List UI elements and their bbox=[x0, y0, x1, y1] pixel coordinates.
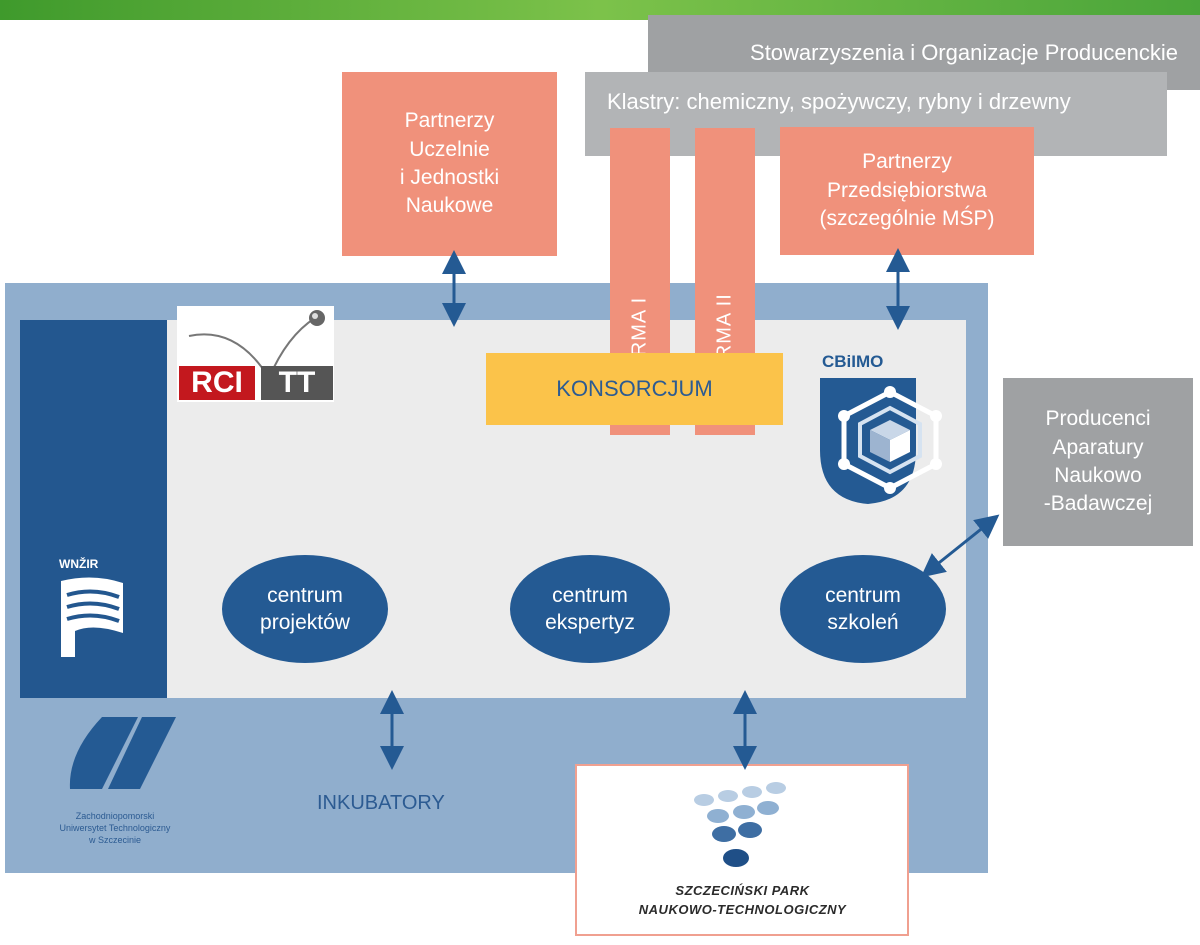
wnzir-logo: WNŽIR bbox=[55, 557, 135, 657]
park-name-line2: NAUKOWO-TECHNOLOGICZNY bbox=[638, 901, 847, 917]
centrum-ekspertyz-ellipse: centrum ekspertyz bbox=[510, 555, 670, 663]
klastry-box: Klastry: chemiczny, spożywczy, rybny i d… bbox=[585, 72, 1167, 156]
centrum-szkolen-ellipse: centrum szkoleń bbox=[780, 555, 946, 663]
park-box bbox=[575, 764, 909, 936]
inkubatory-label: INKUBATORY bbox=[317, 792, 445, 814]
centrum-projektow-label: centrum projektów bbox=[260, 583, 350, 634]
rcitt-logo: RCI TT bbox=[177, 306, 334, 402]
zut-stripes-icon bbox=[69, 717, 176, 789]
wnzir-label: WNŽIR bbox=[59, 557, 99, 571]
zut-label: Zachodniopomorski Uniwersytet Technologi… bbox=[59, 811, 171, 846]
wnzir-flag-icon bbox=[61, 577, 123, 657]
wnzir-panel bbox=[20, 320, 167, 698]
rcitt-right-text: TT bbox=[278, 366, 316, 399]
stowarzyszenia-label: Stowarzyszenia i Organizacje Producencki… bbox=[750, 39, 1178, 65]
konsorcjum-label: KONSORCJUM bbox=[556, 376, 713, 402]
partnerzy-przedsiebiorstwa-box: Partnerzy Przedsiębiorstwa (szczególnie … bbox=[780, 127, 1034, 255]
partnerzy-uczelnie-label: Partnerzy Uczelnie i Jednostki Naukowe bbox=[399, 109, 500, 218]
cbimo-shield-icon bbox=[820, 378, 942, 504]
arrow-producenci bbox=[920, 514, 1000, 578]
producenci-box: Producenci Aparatury Naukowo -Badawczej bbox=[1003, 378, 1193, 546]
cbimo-logo: CBiIMO bbox=[818, 352, 968, 507]
rcitt-grey-block: TT bbox=[261, 366, 333, 400]
park-name: SZCZECIŃSKI PARK NAUKOWO-TECHNOLOGICZNY bbox=[590, 882, 895, 920]
centrum-ekspertyz-label: centrum ekspertyz bbox=[545, 583, 635, 634]
centrum-szkolen-label: centrum szkoleń bbox=[825, 583, 901, 634]
cbimo-label: CBiIMO bbox=[822, 352, 884, 371]
zut-logo: Zachodniopomorski Uniwersytet Technologi… bbox=[40, 713, 190, 853]
rcitt-red-block: RCI bbox=[179, 366, 255, 400]
partnerzy-przedsiebiorstwa-label: Partnerzy Przedsiębiorstwa (szczególnie … bbox=[819, 150, 995, 231]
park-dots-icon bbox=[694, 782, 786, 867]
konsorcjum-box: KONSORCJUM bbox=[486, 353, 783, 425]
partnerzy-uczelnie-box: Partnerzy Uczelnie i Jednostki Naukowe bbox=[342, 72, 557, 256]
rcitt-left-text: RCI bbox=[191, 366, 243, 399]
klastry-label: Klastry: chemiczny, spożywczy, rybny i d… bbox=[607, 89, 1071, 114]
centrum-projektow-ellipse: centrum projektów bbox=[222, 555, 388, 663]
producenci-label: Producenci Aparatury Naukowo -Badawczej bbox=[1043, 407, 1153, 516]
park-name-line1: SZCZECIŃSKI PARK bbox=[675, 883, 810, 898]
